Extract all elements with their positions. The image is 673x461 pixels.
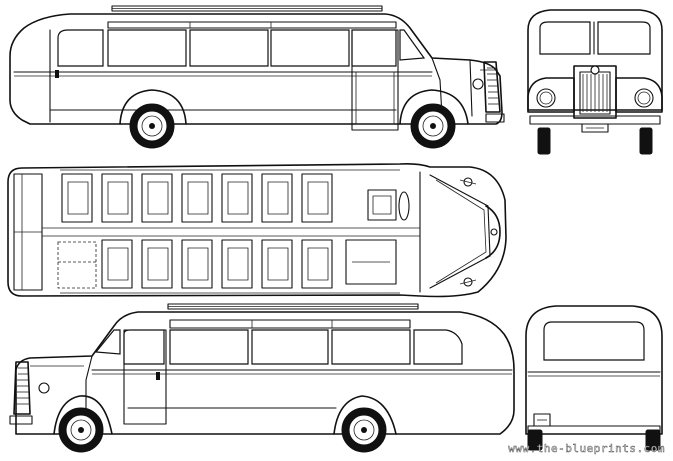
top-view <box>8 164 506 297</box>
front-view <box>528 10 662 154</box>
side-view-right <box>10 6 504 148</box>
side-view-left <box>10 304 514 452</box>
rear-view <box>526 306 662 450</box>
watermark: www.the-blueprints.com <box>508 442 665 456</box>
